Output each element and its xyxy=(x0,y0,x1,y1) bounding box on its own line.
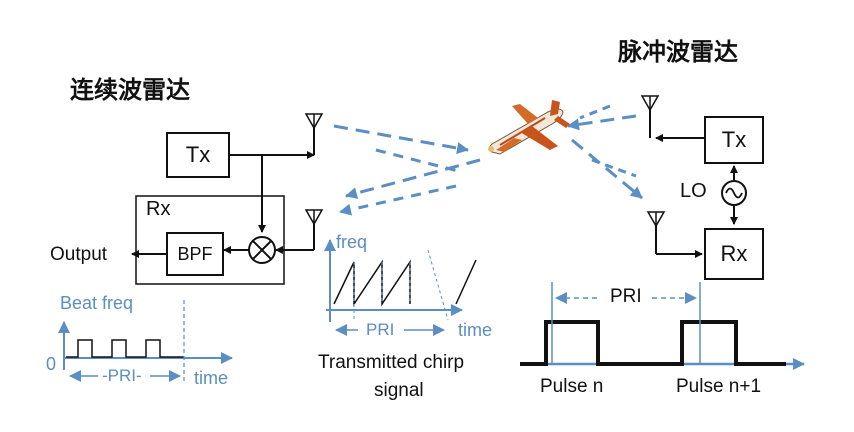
beat-freq-label: Beat freq xyxy=(60,293,134,313)
bpf-label: BPF xyxy=(177,243,213,264)
lo-oscillator-icon xyxy=(721,180,747,206)
lo-label: LO xyxy=(680,180,707,202)
chirp-caption-line1: Transmitted chirp xyxy=(318,352,465,373)
pulse-tx-box: Tx xyxy=(704,116,764,164)
cw-rx-label: Rx xyxy=(146,198,171,220)
chirp-plot xyxy=(324,239,477,336)
pulse-rx-label: Rx xyxy=(720,241,748,266)
chirp-caption-line2: signal xyxy=(374,380,424,401)
pulse-tx-antenna-icon xyxy=(640,95,660,112)
pulse-train-plot xyxy=(520,282,805,370)
pulse-rx-antenna-icon xyxy=(646,211,666,228)
cw-tx-box: Tx xyxy=(166,132,230,178)
cw-radar-title: 连续波雷达 xyxy=(70,76,190,104)
beat-pri-label: -PRI- xyxy=(102,366,142,385)
cw-rx-antenna-icon xyxy=(304,209,324,226)
airplane-icon xyxy=(488,100,570,155)
output-label: Output xyxy=(50,244,108,265)
bpf-box: BPF xyxy=(166,232,224,276)
pulse-tx-label: Tx xyxy=(721,127,747,152)
rx-enclosure xyxy=(135,195,285,285)
pulse-n1-label: Pulse n+1 xyxy=(676,376,762,397)
chirp-pri-label: PRI xyxy=(366,320,395,339)
pulse-rx-box: Rx xyxy=(704,228,764,280)
chirp-freq-label: freq xyxy=(336,232,368,252)
mixer-icon xyxy=(248,236,276,264)
chirp-time-label: time xyxy=(458,320,493,340)
beat-zero-label: 0 xyxy=(46,354,57,374)
pulse-radar-title: 脉冲波雷达 xyxy=(618,38,738,66)
cw-tx-label: Tx xyxy=(185,142,211,167)
beat-time-label: time xyxy=(194,368,229,388)
signal-arrows xyxy=(333,104,643,216)
pulse-n-label: Pulse n xyxy=(540,376,604,397)
cw-tx-antenna-icon xyxy=(304,113,324,130)
pulse-pri-label: PRI xyxy=(610,286,642,307)
beat-freq-plot xyxy=(58,300,233,382)
